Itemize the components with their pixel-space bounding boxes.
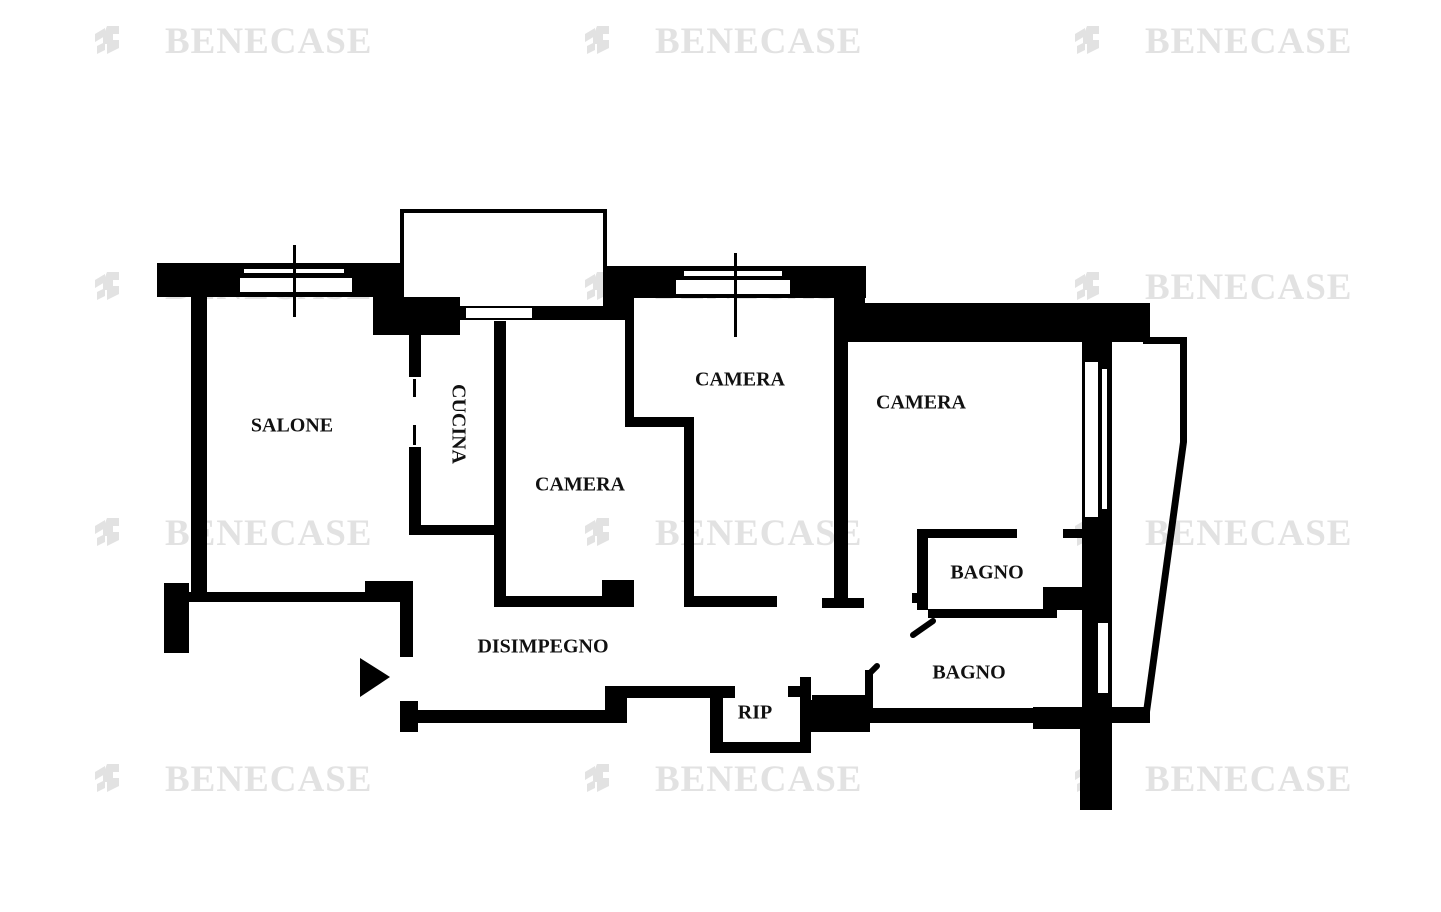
room-label-disimpegno: DISIMPEGNO: [477, 636, 608, 658]
room-label-camera-3: CAMERA: [876, 392, 967, 414]
watermark: BENECASE: [95, 513, 371, 554]
camera-window-marker: [734, 253, 737, 337]
entrance-arrow-icon: [360, 658, 390, 697]
watermark: BENECASE: [1075, 21, 1352, 62]
watermark-text: BENECASE: [655, 759, 862, 800]
benecase-logo-icon: [1075, 26, 1099, 54]
benecase-logo-icon: [95, 518, 119, 546]
balcony: [400, 209, 607, 310]
walls: [157, 209, 1187, 810]
benecase-logo-icon: [585, 26, 609, 54]
watermark-text: BENECASE: [1145, 759, 1352, 800]
benecase-logo-icon: [585, 518, 609, 546]
watermark-text: BENECASE: [165, 759, 372, 800]
room-label-cucina: CUCINA: [447, 384, 469, 465]
watermark-layer: BENECASE BENECASE BENECASE BENECASE BENECASE…: [95, 21, 1352, 800]
room-label-bagno-2: BAGNO: [932, 662, 1005, 684]
watermark-text: BENECASE: [1145, 21, 1352, 62]
benecase-logo-icon: [95, 272, 119, 300]
room-label-salone: SALONE: [251, 415, 333, 437]
watermark-text: BENECASE: [165, 21, 372, 62]
bagno-door: [910, 618, 936, 638]
watermark: BENECASE: [95, 759, 372, 800]
room-label-bagno-1: BAGNO: [950, 562, 1023, 584]
watermark-text: BENECASE: [1145, 267, 1352, 308]
watermark-text: BENECASE: [1145, 513, 1352, 554]
salone-window-marker: [293, 245, 296, 317]
watermark: BENECASE: [1075, 513, 1352, 554]
watermark: BENECASE: [95, 21, 372, 62]
watermark: BENECASE: [585, 21, 862, 62]
watermark: BENECASE: [1075, 759, 1352, 800]
room-label-ripostiglio: RIP: [738, 702, 772, 724]
benecase-logo-icon: [95, 764, 119, 792]
watermark-text: BENECASE: [655, 21, 862, 62]
watermark: BENECASE: [585, 759, 862, 800]
benecase-logo-icon: [95, 26, 119, 54]
watermark: BENECASE: [1075, 267, 1352, 308]
watermark: BENECASE: [585, 513, 861, 554]
room-label-camera-1: CAMERA: [535, 474, 626, 496]
room-label-camera-2: CAMERA: [695, 369, 786, 391]
benecase-logo-icon: [585, 764, 609, 792]
benecase-logo-icon: [1075, 272, 1099, 300]
